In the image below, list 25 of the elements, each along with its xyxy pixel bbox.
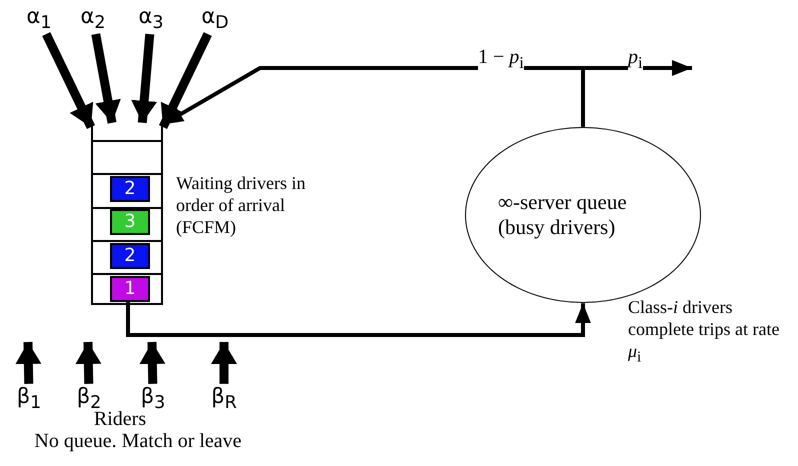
arrow [126,302,591,337]
arrow [15,342,42,384]
arrow [581,60,692,127]
server-label: ∞-server queue (busy drivers) [498,190,628,240]
driver-box: 2 [110,243,150,269]
math-symbol: β$_{R}$ [204,384,244,412]
note-text: No queue. Match or leave [33,430,243,452]
math-symbol: β$_{1}$ [12,384,46,412]
driver-box: 3 [110,209,150,235]
arrow [42,32,96,130]
arrow [139,342,166,384]
node-caption: Waiting drivers in order of arrival (FCFM) [176,172,307,238]
math-symbol: α$_{3}$ [134,4,168,34]
arrow [131,34,158,124]
math-symbol: α$_{1}$ [22,4,56,34]
math-symbol: α$_{2}$ [76,4,110,34]
math-symbol: α$_{D}$ [196,4,234,34]
driver-box: 2 [110,176,150,202]
node-caption: Class-i drivers complete trips at rate μ$_{i}$ [628,296,780,368]
queue-stack [91,123,163,305]
arrow [91,33,121,124]
driver-box: 1 [110,276,150,302]
arrow [75,342,102,384]
arrow [211,342,237,384]
arrow [158,32,212,130]
